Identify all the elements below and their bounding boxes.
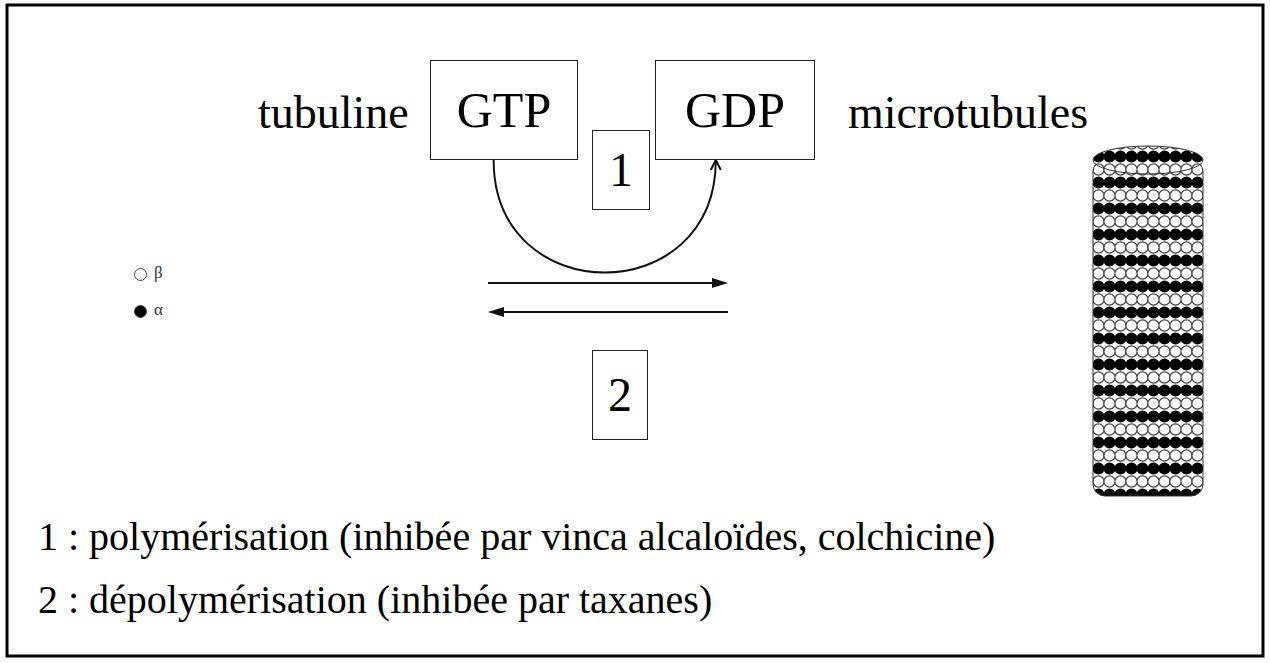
forward-arrow xyxy=(488,282,716,284)
legend-swatch xyxy=(134,268,147,281)
legend-swatch xyxy=(134,305,147,318)
box-text: GTP xyxy=(457,83,551,138)
process-box: 2 xyxy=(592,350,648,440)
text-label: tubuline xyxy=(258,88,409,139)
legend-text: α xyxy=(154,301,163,320)
text-label: microtubules xyxy=(848,88,1088,139)
process-box: 1 xyxy=(592,130,650,210)
arrow-head xyxy=(712,278,728,288)
frame xyxy=(7,5,1263,656)
microtubule xyxy=(1093,146,1203,496)
text-label: 1 : polymérisation (inhibée par vinca al… xyxy=(38,515,995,559)
text-label: 2 : dépolymérisation (inhibée par taxane… xyxy=(38,578,712,622)
box-text: 1 xyxy=(609,144,633,197)
arrow-head xyxy=(488,307,504,317)
box-text: GDP xyxy=(685,83,785,138)
process-box: GDP xyxy=(655,60,815,160)
box-text: 2 xyxy=(608,369,632,422)
process-box: GTP xyxy=(430,60,578,160)
legend-text: β xyxy=(154,264,163,283)
reverse-arrow xyxy=(500,311,728,313)
